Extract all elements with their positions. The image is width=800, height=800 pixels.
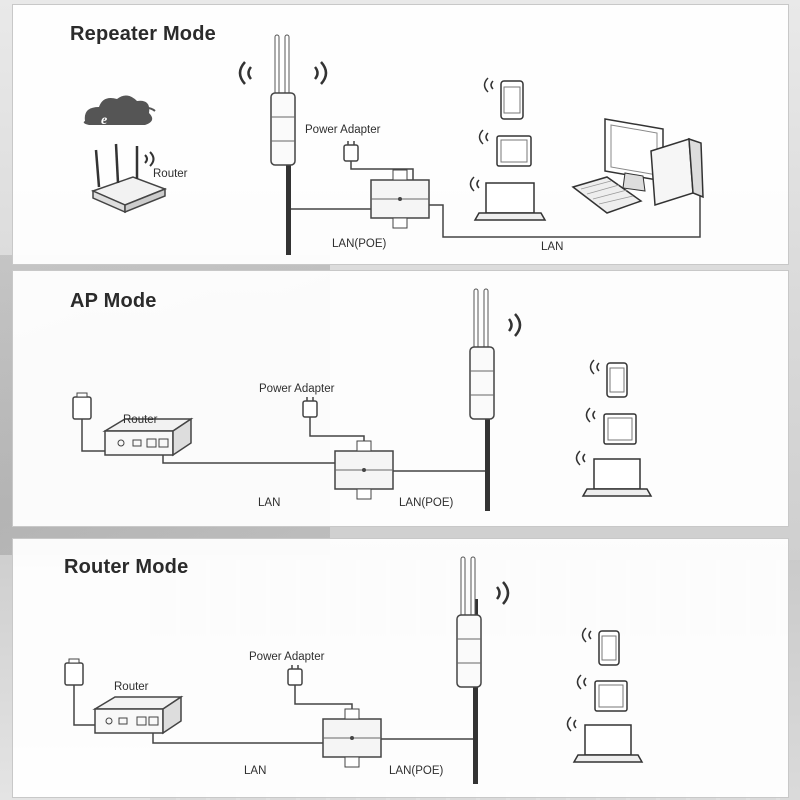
ap-mode-panel: AP Mode	[12, 270, 789, 527]
poe-injector-icon	[322, 708, 382, 768]
power-adapter-icon	[302, 397, 318, 418]
tablet-icon	[478, 129, 532, 167]
outdoor-ap-icon	[270, 34, 296, 166]
power-adapter-label: Power Adapter	[259, 383, 335, 395]
router-box-icon	[102, 417, 194, 457]
svg-text:e: e	[101, 113, 107, 128]
smartphone-icon	[589, 359, 628, 398]
tablet-icon	[585, 407, 637, 445]
cables	[81, 417, 485, 472]
repeater-mode-title: Repeater Mode	[70, 23, 216, 45]
power-adapter-icon	[343, 141, 359, 162]
router-label: Router	[114, 681, 149, 693]
repeater-mode-diagram: e	[83, 34, 704, 255]
wifi-signal-icon	[495, 581, 510, 605]
wifi-router-icon	[90, 143, 168, 214]
ap-mode-diagram	[72, 288, 653, 511]
wall-outlet-icon	[64, 658, 84, 686]
internet-cloud-icon: e	[83, 95, 156, 128]
outdoor-ap-icon	[469, 288, 495, 420]
smartphone-icon	[483, 77, 524, 120]
tablet-icon	[576, 674, 628, 712]
ap-mode-title: AP Mode	[70, 290, 157, 312]
laptop-icon	[469, 176, 547, 221]
router-label: Router	[153, 168, 188, 180]
cables	[73, 685, 473, 744]
laptop-icon	[566, 716, 644, 763]
outdoor-ap-icon	[456, 556, 482, 688]
desktop-computer-icon	[571, 118, 704, 214]
wall-outlet-icon	[72, 392, 92, 420]
lan-label: LAN	[258, 497, 281, 509]
lan-label: LAN	[244, 765, 267, 777]
router-box-icon	[92, 695, 184, 735]
cables	[291, 161, 701, 238]
router-mode-title: Router Mode	[64, 556, 189, 578]
mounting-pole	[485, 411, 490, 511]
power-adapter-label: Power Adapter	[249, 651, 325, 663]
power-adapter-icon	[287, 665, 303, 686]
lan-poe-label: LAN(POE)	[399, 497, 454, 509]
laptop-icon	[575, 450, 653, 497]
mounting-pole	[286, 165, 291, 255]
router-label: Router	[123, 414, 158, 426]
lan-poe-label: LAN(POE)	[389, 765, 444, 777]
mounting-pole	[473, 599, 478, 784]
smartphone-icon	[581, 627, 620, 666]
wifi-signal-icon	[507, 313, 522, 337]
wifi-signal-icon	[238, 61, 328, 85]
lan-poe-label: LAN(POE)	[332, 238, 387, 250]
power-adapter-label: Power Adapter	[305, 124, 381, 136]
router-mode-diagram	[64, 556, 644, 784]
router-mode-panel: Router Mode	[12, 538, 789, 798]
lan-label: LAN	[541, 241, 564, 253]
poe-injector-icon	[370, 169, 430, 229]
poe-injector-icon	[334, 440, 394, 500]
repeater-mode-panel: Repeater Mode e	[12, 4, 789, 265]
